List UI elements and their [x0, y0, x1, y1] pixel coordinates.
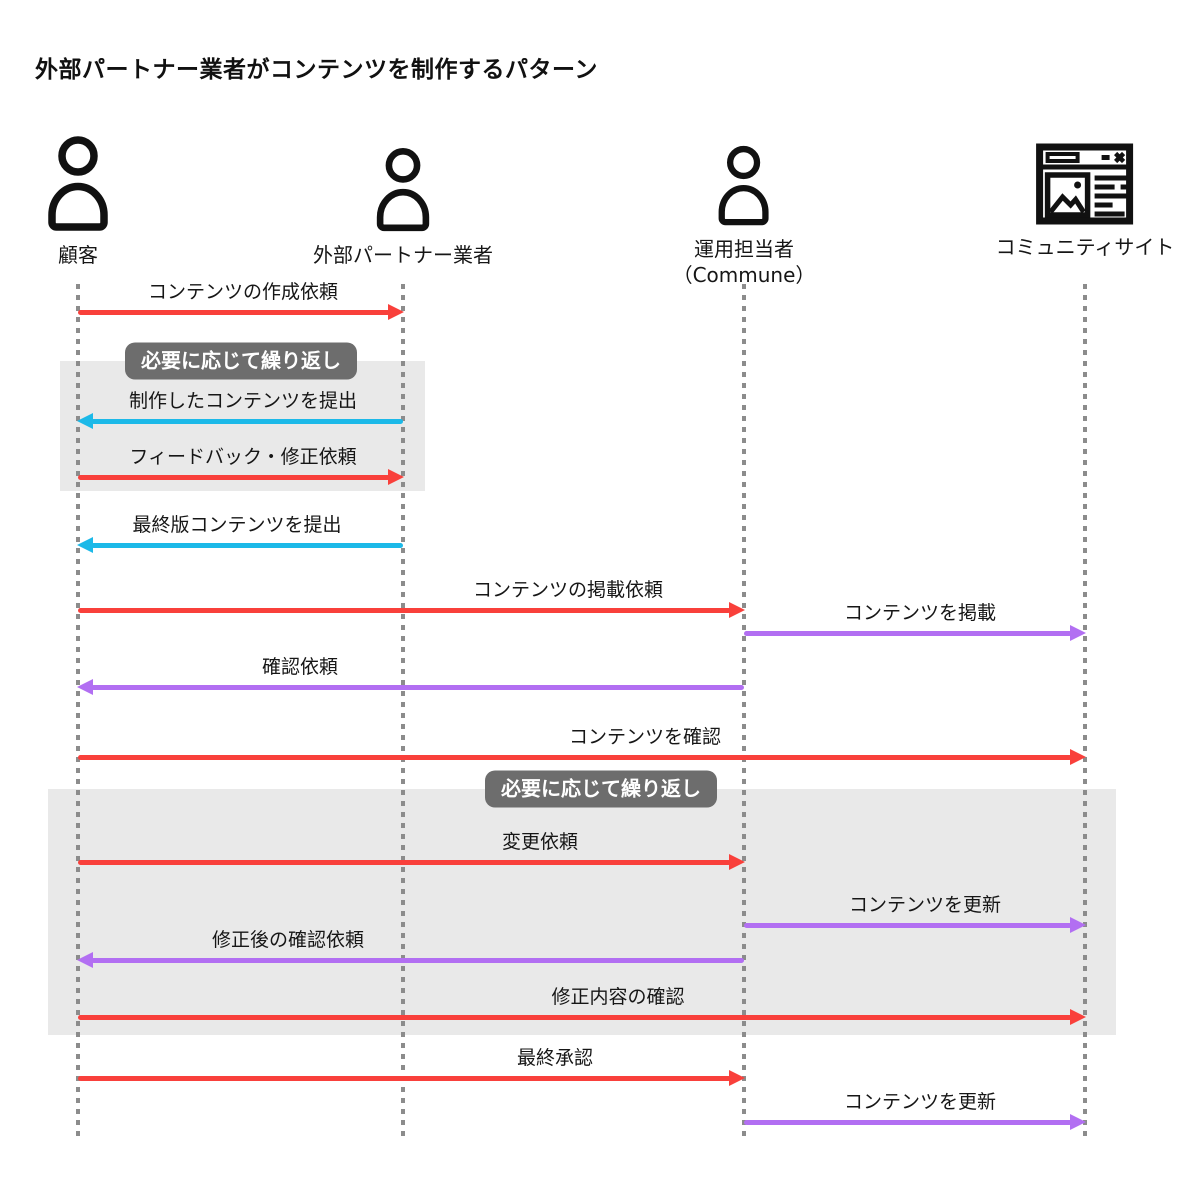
arrow-line [78, 754, 1072, 760]
arrow-line [78, 607, 731, 613]
message-label: コンテンツの作成依頼 [147, 281, 339, 303]
actor-label: コミュニティサイト [996, 234, 1175, 260]
message-arrow [77, 952, 744, 968]
loop-box [48, 789, 1116, 1035]
actor-operator: 運用担当者（Commune） [673, 144, 816, 288]
message-label: コンテンツを確認 [568, 726, 722, 748]
lifeline-customer [76, 284, 80, 1140]
message-arrow [78, 1070, 745, 1086]
arrow-line [91, 957, 744, 963]
arrow-line [78, 309, 390, 315]
message-label: コンテンツを掲載 [843, 602, 997, 624]
message-label: 修正後の確認依頼 [211, 929, 365, 951]
arrowhead [77, 952, 93, 968]
message-label: 変更依頼 [501, 831, 579, 853]
arrowhead [729, 1070, 745, 1086]
message-label: 最終版コンテンツを提出 [132, 514, 342, 536]
message-arrow [78, 304, 404, 320]
person-icon [359, 146, 447, 238]
arrowhead [388, 304, 404, 320]
arrowhead [77, 537, 93, 553]
arrow-line [78, 859, 731, 865]
actor-label-line: （Commune） [672, 263, 816, 287]
actor-label-line: 顧客 [58, 243, 98, 267]
arrowhead [1070, 1114, 1086, 1130]
actor-partner: 外部パートナー業者 [313, 146, 493, 268]
arrowhead [388, 469, 404, 485]
actor-community-site: コミュニティサイト [996, 142, 1175, 260]
person-icon [28, 134, 128, 238]
actor-label: 外部パートナー業者 [313, 242, 493, 268]
message-arrow [78, 1009, 1086, 1025]
message-arrow [78, 854, 745, 870]
arrowhead [729, 854, 745, 870]
actor-label: 運用担当者（Commune） [673, 236, 816, 288]
arrow-line [78, 474, 390, 480]
loop-badge: 必要に応じて繰り返し [125, 342, 357, 380]
arrow-line [91, 684, 744, 690]
loop-badge: 必要に応じて繰り返し [485, 770, 717, 808]
arrow-line [78, 1014, 1072, 1020]
diagram-title: 外部パートナー業者がコンテンツを制作するパターン [35, 57, 598, 83]
message-label: コンテンツを更新 [848, 894, 1002, 916]
lifeline-partner [401, 284, 405, 1140]
arrow-line [91, 418, 403, 424]
message-arrow [77, 413, 403, 429]
arrowhead [1070, 917, 1086, 933]
arrow-line [91, 542, 403, 548]
arrowhead [729, 602, 745, 618]
message-label: フィードバック・修正依頼 [129, 446, 357, 468]
lifeline-community-site [1083, 284, 1087, 1140]
arrow-line [744, 922, 1072, 928]
arrowhead [1070, 625, 1086, 641]
message-arrow [77, 679, 744, 695]
actor-customer: 顧客 [28, 134, 128, 268]
arrow-line [744, 630, 1072, 636]
actor-label-line: 外部パートナー業者 [313, 243, 493, 267]
message-arrow [77, 537, 403, 553]
person-icon [702, 144, 786, 232]
message-arrow [744, 1114, 1086, 1130]
lifeline-operator [742, 284, 746, 1140]
arrowhead [77, 679, 93, 695]
message-label: 修正内容の確認 [551, 986, 685, 1008]
browser-icon [1035, 142, 1135, 230]
message-label: コンテンツを更新 [843, 1091, 997, 1113]
message-arrow [744, 625, 1086, 641]
message-label: 確認依頼 [261, 656, 339, 678]
message-arrow [78, 749, 1086, 765]
message-label: 制作したコンテンツを提出 [128, 390, 358, 412]
arrowhead [77, 413, 93, 429]
message-label: コンテンツの掲載依頼 [472, 579, 664, 601]
message-arrow [744, 917, 1086, 933]
loop-box [60, 361, 425, 491]
actor-label-line: コミュニティサイト [995, 235, 1175, 259]
arrow-line [78, 1075, 731, 1081]
arrow-line [744, 1119, 1072, 1125]
actor-label-line: 運用担当者 [693, 237, 794, 261]
message-label: 最終承認 [516, 1047, 594, 1069]
message-arrow [78, 602, 745, 618]
arrowhead [1070, 1009, 1086, 1025]
message-arrow [78, 469, 404, 485]
arrowhead [1070, 749, 1086, 765]
actor-label: 顧客 [58, 242, 98, 268]
